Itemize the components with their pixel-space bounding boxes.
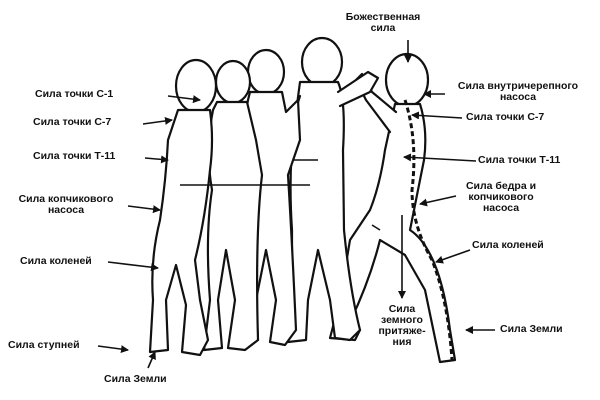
figure-5 — [328, 52, 457, 364]
arrow-hip — [419, 195, 457, 207]
figure-4 — [284, 36, 380, 344]
label-gravity-line4: ния — [392, 336, 412, 348]
label-gravity-line2: земного — [381, 314, 423, 326]
label-hip-coccyx-pump-line3: насоса — [482, 202, 520, 214]
label-earth-right: Сила Земли — [500, 323, 563, 335]
arrow-earth-bottom — [147, 351, 156, 369]
arrow-t11-right — [403, 153, 477, 162]
arrow-knees-right — [435, 249, 471, 264]
arrow-feet — [97, 345, 129, 354]
label-cranial-pump-line2: насоса — [499, 91, 537, 103]
label-gravity-line3: притяже- — [378, 325, 426, 337]
label-hip-coccyx-pump: Сила бедра и копчикового насоса — [456, 181, 546, 214]
arrow-coccyx-left — [127, 205, 161, 214]
label-hip-coccyx-pump-line2: копчикового — [468, 191, 534, 203]
label-hip-coccyx-pump-line1: Сила бедра и — [465, 180, 537, 192]
label-knees-left: Сила коленей — [20, 255, 92, 267]
label-c1: Сила точки С-1 — [35, 88, 114, 100]
label-c7-right: Сила точки С-7 — [466, 111, 545, 123]
label-c7-left: Сила точки С-7 — [33, 116, 112, 128]
label-cranial-pump: Сила внутричерепного насоса — [444, 81, 592, 103]
label-cranial-pump-line1: Сила внутричерепного — [457, 80, 579, 92]
label-feet: Сила ступней — [8, 339, 80, 351]
arrow-c1 — [167, 95, 201, 104]
label-knees-right: Сила коленей — [472, 239, 544, 251]
label-divine-force: Божественная сила — [342, 12, 424, 34]
label-coccyx-pump-left-line1: Сила копчикового — [18, 193, 114, 205]
arrow-c7-left — [142, 116, 173, 125]
label-gravity: Сила земного притяже- ния — [370, 304, 434, 348]
label-coccyx-pump-left-line2: насоса — [47, 204, 85, 216]
label-coccyx-pump-left: Сила копчикового насоса — [10, 194, 122, 216]
label-divine-force-line1: Божественная — [345, 11, 421, 23]
label-t11-right: Сила точки Т-11 — [478, 154, 561, 166]
label-gravity-line1: Сила — [388, 303, 416, 315]
label-earth-bottom: Сила Земли — [104, 373, 167, 385]
arrow-knees-left — [107, 261, 159, 272]
arrow-t11-left — [144, 155, 169, 164]
arrow-c7-right — [411, 111, 463, 120]
figure-1 — [148, 58, 218, 357]
label-t11-left: Сила точки Т-11 — [33, 150, 116, 162]
label-divine-force-line2: сила — [370, 22, 396, 34]
